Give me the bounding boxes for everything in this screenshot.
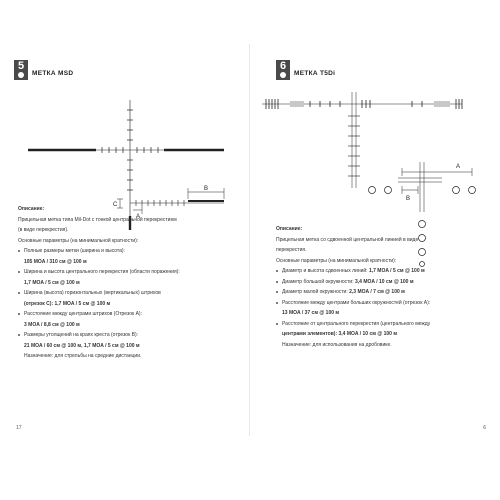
param-item: Диаметр и высота сдвоенных линий: 1,7 MO… <box>276 266 488 277</box>
param-item: Диаметр малой окружности: 2,3 MOA / 7 см… <box>276 287 488 298</box>
label-a: A <box>136 214 140 220</box>
param-value: 21 MOA / 60 см @ 100 м, 1,7 MOA / 5 см @… <box>24 342 140 349</box>
badge-dot-icon <box>280 72 286 78</box>
label-b: B <box>204 186 208 192</box>
page-fold <box>249 44 250 436</box>
label-a: A <box>456 164 460 170</box>
param-value: (отрезок C): 1,7 MOA / 5 см @ 100 м <box>24 300 111 307</box>
section-number: 5 <box>17 60 25 72</box>
purpose-text: Назначение: для стрельбы на средние дист… <box>24 353 142 359</box>
param-value: 3,4 MOA / 10 см @ 100 м <box>355 278 414 285</box>
param-value: центрами элементов): 3,4 MOA / 10 см @ 1… <box>282 331 398 337</box>
reticle-t5di-diagram: A B <box>262 92 476 267</box>
badge-dot-icon <box>18 72 24 78</box>
section-title: МЕТКА T5Di <box>294 70 336 77</box>
right-page: 6 МЕТКА T5Di <box>262 40 490 436</box>
params-heading: Основные параметры (на минимальной кратн… <box>18 237 139 244</box>
param-value: 1,7 MOA / 5 см @ 100 м <box>368 268 425 274</box>
description-intro: Прицельная метка типа Mil-Dot с тонкой ц… <box>18 216 177 223</box>
section-badge: 6 <box>276 60 290 80</box>
param-label: Ширина и высота центрального перекрестия… <box>18 267 236 278</box>
description-intro: Прицельная метка со сдвоенной центрально… <box>276 236 419 243</box>
param-value: 13 MOA / 37 см @ 100 м <box>282 310 340 316</box>
param-label: Расстояние между центрами больших окружн… <box>276 298 488 309</box>
param-label: Диаметр малой окружности: <box>282 289 348 295</box>
description-intro-2: (в виде перекрестия). <box>18 227 69 233</box>
description-intro-2: перекрестия. <box>276 247 307 253</box>
page-number: 6 <box>483 425 486 431</box>
param-label: Расстояние от центрального перекрестия (… <box>276 319 488 330</box>
left-page: 5 МЕТКА MSD <box>10 40 238 436</box>
param-value: 105 MOA / 310 см @ 100 м <box>24 258 87 265</box>
params-heading: Основные параметры (на минимальной кратн… <box>276 257 397 264</box>
param-label: Ширина (высота) горизонтальных (вертикал… <box>18 288 236 299</box>
section-number: 6 <box>279 60 287 72</box>
description-block: Описание: Прицельная метка типа Mil-Dot … <box>18 204 236 362</box>
param-label: Полные размеры метки (ширина и высота): <box>18 246 236 257</box>
label-b: B <box>406 196 410 202</box>
param-value: 3 MOA / 8,8 см @ 100 м <box>24 321 80 328</box>
param-label: Размеры утолщений на краях креста (отрез… <box>18 330 236 341</box>
param-label: Диаметр и высота сдвоенных линий: <box>282 268 368 274</box>
param-item: Диаметр большой окружности: 3,4 MOA / 10… <box>276 277 488 288</box>
purpose-text: Назначение: для использования на дробови… <box>282 341 392 348</box>
param-value: 2,3 MOA / 7 см @ 100 м <box>349 289 405 295</box>
label-c: C <box>113 202 118 208</box>
param-label: Расстояние между центрами штрихов (Отрез… <box>18 309 236 320</box>
reticle-msd-diagram: B A C <box>28 100 225 230</box>
param-value: 1,7 MOA / 5 см @ 100 м <box>24 279 80 286</box>
description-block: Описание: Прицельная метка со сдвоенной … <box>276 224 488 350</box>
description-heading: Описание: <box>18 206 45 212</box>
section-badge: 5 <box>14 60 28 80</box>
param-label: Диаметр большой окружности: <box>282 278 354 285</box>
description-heading: Описание: <box>276 226 303 232</box>
page-number: 17 <box>16 425 22 431</box>
section-title: МЕТКА MSD <box>32 70 74 77</box>
